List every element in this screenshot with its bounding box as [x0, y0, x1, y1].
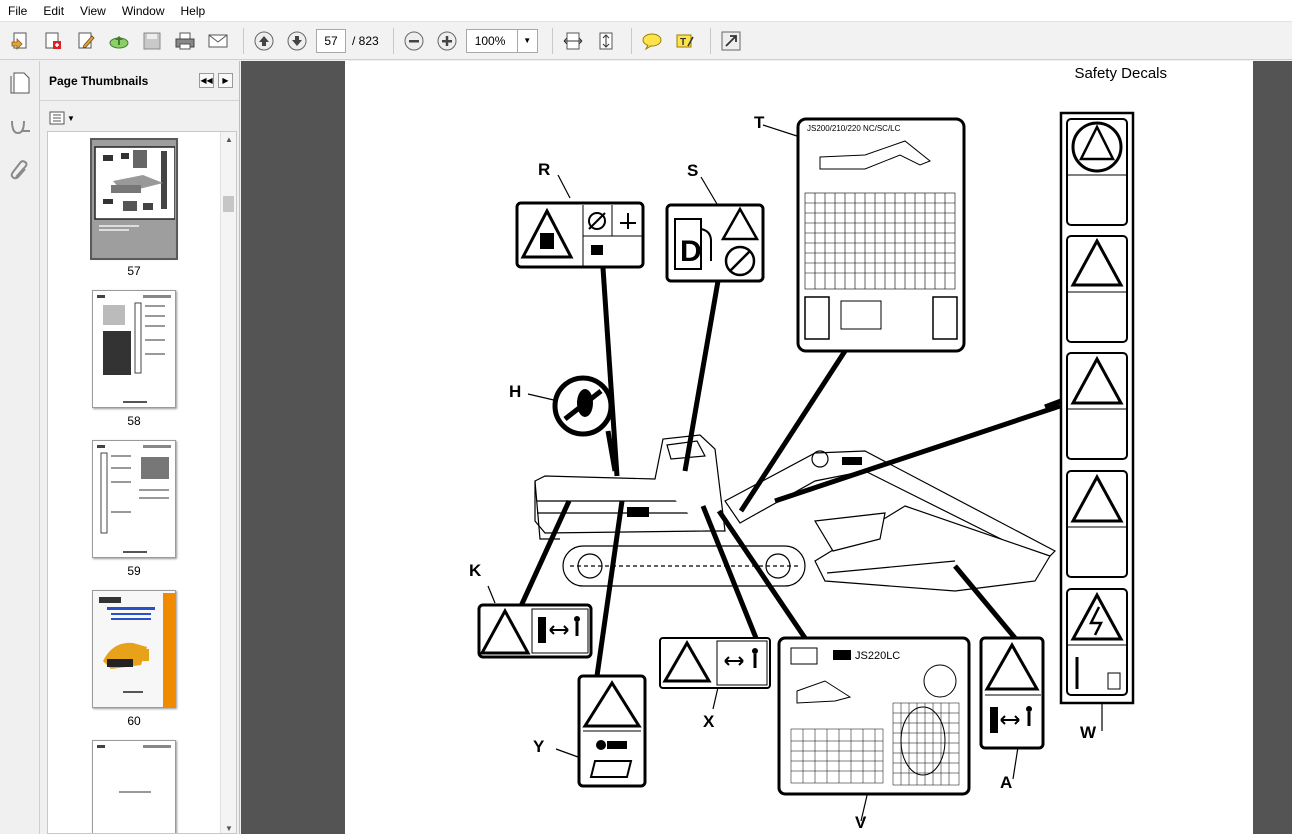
menu-file[interactable]: File: [8, 3, 28, 18]
attachment-icon[interactable]: [0, 149, 40, 193]
thumbnail-page-61[interactable]: [92, 740, 176, 833]
svg-text:T: T: [680, 37, 686, 48]
zoom-out-icon[interactable]: [400, 27, 428, 55]
thumbnail-image: [92, 740, 176, 833]
thumbnail-image: [92, 590, 176, 708]
callout-a: A: [1000, 773, 1013, 792]
zoom-select[interactable]: 100% ▼: [465, 28, 538, 53]
next-page-icon[interactable]: [283, 27, 311, 55]
callout-x: X: [703, 712, 715, 731]
callout-h: H: [509, 382, 522, 401]
decal-t-title: JS200/210/220 NC/SC/LC: [807, 124, 901, 133]
toolbar-separator: [709, 27, 711, 54]
callout-y: Y: [533, 737, 545, 756]
menu-bar: File Edit View Window Help: [0, 0, 1292, 22]
comment-icon[interactable]: [638, 27, 666, 55]
thumbnail-label: 57: [127, 264, 141, 278]
signature-icon[interactable]: [0, 105, 40, 149]
thumbnail-scrollbar[interactable]: ▲ ▼: [220, 132, 236, 833]
zoom-value: 100%: [474, 33, 506, 48]
thumbnail-page-60[interactable]: 60: [92, 590, 176, 728]
pdf-page: Safety Decals: [345, 61, 1253, 834]
document-area[interactable]: Safety Decals: [241, 61, 1292, 834]
chevron-down-icon[interactable]: ▼: [516, 29, 537, 52]
menu-help[interactable]: Help: [180, 3, 206, 18]
thumbnail-page-57[interactable]: 57: [90, 138, 178, 278]
save-icon[interactable]: [138, 27, 166, 55]
safety-decals-illustration: D JS200/210/220 NC/SC/LC: [477, 111, 1135, 822]
create-pdf-icon[interactable]: [6, 27, 34, 55]
panel-title: Page Thumbnails: [49, 73, 149, 88]
decal-v-model: JS220LC: [855, 650, 900, 662]
toolbar-separator: [551, 27, 553, 54]
callout-k: K: [469, 561, 482, 580]
menu-window[interactable]: Window: [121, 3, 165, 18]
upload-icon[interactable]: [105, 27, 133, 55]
menu-edit[interactable]: Edit: [43, 3, 65, 18]
thumbnail-image: [92, 440, 176, 558]
edit-icon[interactable]: [72, 27, 100, 55]
callout-t: T: [754, 113, 765, 132]
previous-page-icon[interactable]: [250, 27, 278, 55]
fit-width-icon[interactable]: [559, 27, 587, 55]
zoom-in-icon[interactable]: [433, 27, 461, 55]
panel-header: Page Thumbnails ◀◀ ▶: [40, 61, 239, 101]
thumbnail-page-58[interactable]: 58: [92, 290, 176, 428]
chevron-down-icon[interactable]: ▼: [67, 113, 75, 123]
toolbar-separator: [630, 27, 632, 54]
callout-s: S: [687, 161, 699, 180]
page-number-input[interactable]: 57: [316, 28, 346, 53]
expand-icon[interactable]: [717, 27, 745, 55]
toolbar-separator: [243, 27, 244, 54]
thumbnail-options-button[interactable]: ▼: [49, 109, 75, 127]
thumbnail-list[interactable]: 57 58: [47, 131, 237, 834]
toolbar: 57 / 823 100% ▼ T: [0, 22, 1292, 60]
print-icon[interactable]: [171, 27, 199, 55]
callout-r: R: [538, 160, 551, 179]
svg-text:D: D: [680, 235, 702, 268]
thumbnail-label: 58: [127, 414, 141, 428]
expand-panel-icon[interactable]: ▶: [218, 73, 233, 88]
toolbar-separator: [392, 27, 394, 54]
pages-icon[interactable]: [0, 61, 40, 105]
thumbnail-image: [92, 290, 176, 408]
scroll-down-icon[interactable]: ▼: [225, 823, 233, 833]
thumbnail-label: 59: [127, 564, 141, 578]
fit-page-icon[interactable]: [592, 27, 620, 55]
scroll-up-icon[interactable]: ▲: [225, 134, 233, 144]
thumbnail-page-59[interactable]: 59: [92, 440, 176, 578]
thumbnails-panel: Page Thumbnails ◀◀ ▶ ▼ 57: [40, 61, 240, 834]
collapse-panel-icon[interactable]: ◀◀: [199, 73, 214, 88]
page-heading: Safety Decals: [1074, 65, 1167, 82]
callout-v: V: [855, 813, 867, 832]
scroll-thumb[interactable]: [223, 196, 234, 212]
callout-w: W: [1080, 723, 1097, 742]
thumbnail-label: 60: [127, 714, 141, 728]
highlight-icon[interactable]: T: [671, 27, 699, 55]
email-icon[interactable]: [204, 27, 232, 55]
thumbnail-image: [90, 138, 178, 260]
page-total: / 823: [352, 33, 379, 48]
navigation-rail: [0, 61, 40, 834]
menu-view[interactable]: View: [80, 3, 106, 18]
create-pdf-from-file-icon[interactable]: [39, 27, 67, 55]
